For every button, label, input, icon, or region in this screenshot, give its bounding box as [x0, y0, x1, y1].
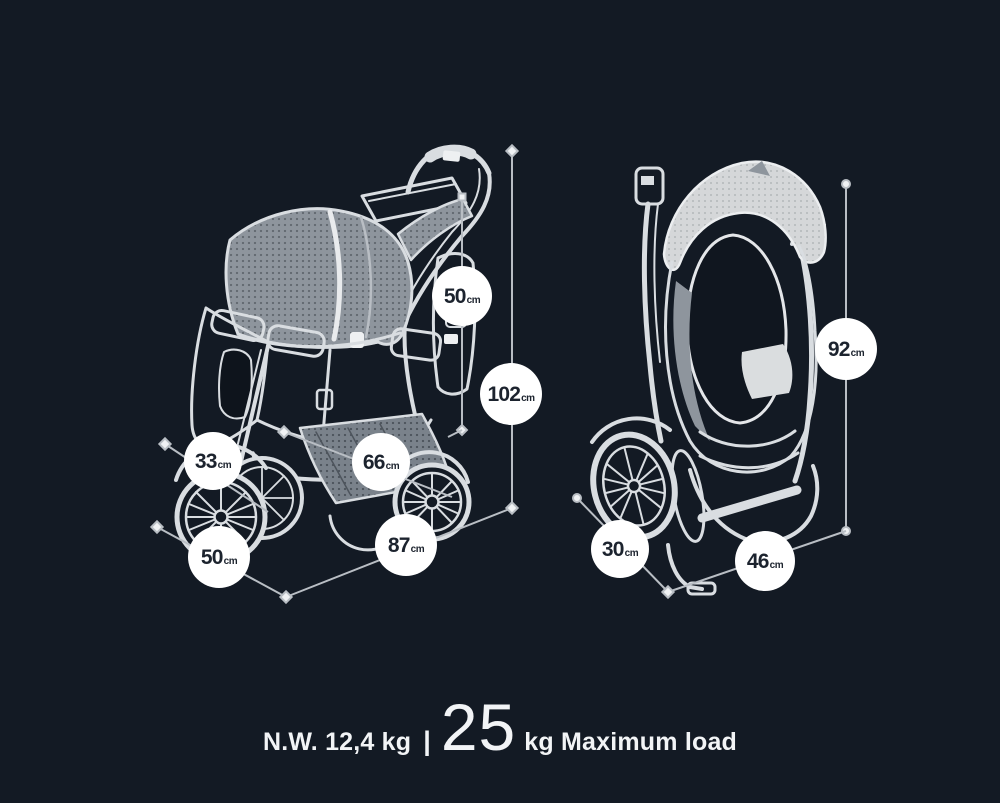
dimension-value: 46	[746, 549, 770, 573]
dimension-value: 50	[200, 545, 224, 569]
dimension-value: 92	[827, 337, 851, 361]
dimension-unit: cm	[850, 348, 865, 359]
dimension-unit: cm	[521, 393, 535, 404]
folded-stroller-drawing	[590, 160, 827, 596]
net-weight-text: N.W. 12,4 kg	[262, 728, 412, 756]
dimension-value: 50	[443, 284, 467, 308]
max-load-value: 25	[440, 690, 517, 764]
open-stroller-drawing	[174, 144, 492, 564]
dimension-unit: cm	[223, 556, 238, 567]
dimension-unit: cm	[410, 544, 425, 555]
dimension-unit: cm	[217, 460, 232, 471]
dimension-value: 87	[387, 533, 411, 557]
dimension-value: 30	[601, 537, 625, 561]
dimension-unit: cm	[385, 461, 400, 472]
dimension-unit: cm	[769, 560, 784, 571]
separator-bar: |	[423, 726, 431, 756]
max-load-label: kg Maximum load	[524, 728, 738, 756]
dimension-value: 66	[362, 450, 386, 474]
dimension-unit: cm	[466, 295, 481, 306]
dimension-unit: cm	[624, 548, 639, 559]
dimension-value: 33	[194, 449, 218, 473]
dimension-value: 102	[487, 382, 521, 406]
